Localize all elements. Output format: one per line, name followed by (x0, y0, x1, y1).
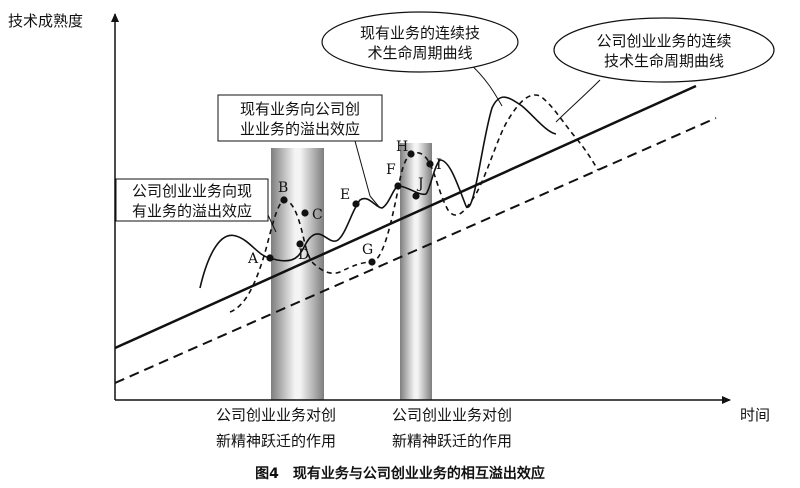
point-label-d: D (298, 247, 309, 263)
band-1-caption-line1: 公司创业业务对创 (216, 406, 336, 424)
point-f (394, 182, 402, 190)
callout-spill-venture-to-existing-line1: 公司创业业务向现 (132, 182, 252, 200)
venture-business-trend-line (114, 117, 717, 384)
point-a (266, 254, 274, 262)
callout-venture-curve-line2: 技术生命周期曲线 (604, 52, 724, 70)
callout-venture-curve: 公司创业业务的连续 技术生命周期曲线 (553, 17, 775, 123)
venture-business-lifecycle-curve (229, 94, 599, 313)
point-b (280, 196, 288, 204)
callout-spill-venture-to-existing: 公司创业业务向现 有业务的溢出效应 (115, 178, 277, 233)
band-1-caption-line2: 新精神跃迁的作用 (216, 432, 336, 450)
point-e (352, 200, 360, 208)
point-label-a: A (247, 251, 259, 267)
point-h (407, 150, 415, 158)
band-2-caption-line2: 新精神跃迁的作用 (392, 432, 512, 450)
point-label-j: J (416, 176, 424, 192)
shaded-band-2 (400, 143, 432, 400)
point-label-i: I (436, 157, 442, 173)
existing-business-lifecycle-curve (199, 96, 557, 289)
x-axis-label: 时间 (740, 406, 770, 424)
point-label-f: F (386, 162, 396, 178)
point-d (296, 240, 304, 248)
point-label-h: H (396, 139, 408, 155)
point-i (426, 160, 434, 168)
callout-venture-curve-line1: 公司创业业务的连续 (596, 32, 731, 50)
callout-spill-existing-to-venture-line2: 业业务的溢出效应 (240, 120, 360, 138)
existing-business-trend-line (114, 84, 697, 350)
callout-existing-curve-line2: 术生命周期曲线 (367, 44, 472, 62)
band-2-caption-line1: 公司创业业务对创 (392, 406, 512, 424)
point-g (368, 258, 376, 266)
callout-existing-curve-line1: 现有业务的连续技 (360, 24, 480, 42)
point-label-g: G (362, 242, 373, 258)
y-axis-label: 技术成熟度 (8, 12, 83, 30)
point-c (301, 209, 309, 217)
callout-spill-venture-to-existing-line2: 有业务的溢出效应 (132, 202, 252, 220)
callout-spill-existing-to-venture-line1: 现有业务向公司创 (240, 100, 360, 118)
point-label-b: B (278, 180, 288, 196)
point-label-c: C (312, 207, 323, 223)
callout-spill-existing-to-venture: 现有业务向公司创 业业务的溢出效应 (217, 94, 383, 209)
point-j (412, 192, 420, 200)
points-layer: A B C D E F G H IJ (247, 139, 442, 267)
figure-caption: 图4 现有业务与公司创业业务的相互溢出效应 (255, 465, 545, 482)
point-label-e: E (340, 187, 350, 203)
callout-existing-curve: 现有业务的连续技 术生命周期曲线 (321, 11, 519, 107)
